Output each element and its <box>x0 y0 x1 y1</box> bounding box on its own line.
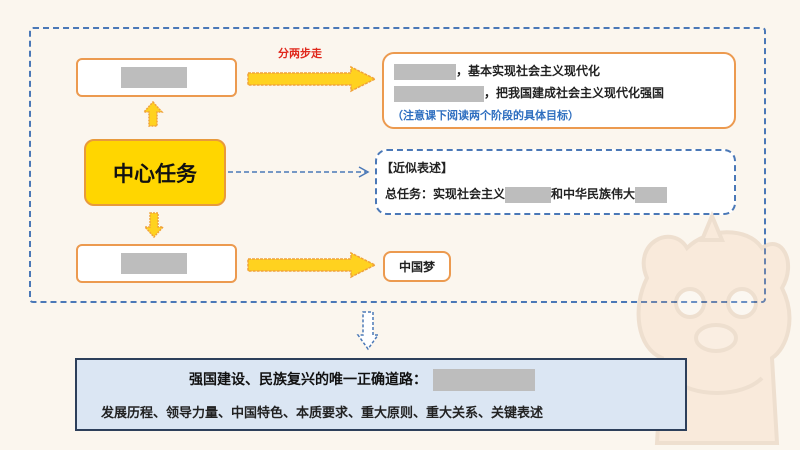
bottom-redacted-blank <box>433 369 535 391</box>
bottom-line-1-text: 强国建设、民族复兴的唯一正确道路： <box>189 372 427 388</box>
china-dream-label: 中国梦 <box>398 260 435 274</box>
goal-1-redacted-blank <box>394 63 456 80</box>
two-step-goals-box: ，基本实现社会主义现代化 ，把我国建成社会主义现代化强国 （注意课下阅读两个阶段… <box>382 52 736 129</box>
outer-dashed-frame <box>29 27 766 303</box>
bottom-left-redacted-blank <box>121 253 187 274</box>
goal-line-1: ，基本实现社会主义现代化 <box>394 62 600 80</box>
approx-statement-box: 【近似表述】 总任务：实现社会主义 和中华民族伟大 <box>375 149 736 215</box>
step-label: 分两步走 <box>278 47 322 60</box>
goal-2-redacted-blank <box>394 85 484 102</box>
approx-middle: 和中华民族伟大 <box>551 187 636 201</box>
bottom-line-1: 强国建设、民族复兴的唯一正确道路： <box>189 369 535 391</box>
right-arrow-top-icon <box>247 65 377 93</box>
bottom-line-2: 发展历程、领导力量、中国特色、本质要求、重大原则、重大关系、关键表述 <box>101 406 544 421</box>
approx-line: 总任务：实现社会主义 和中华民族伟大 <box>385 185 668 203</box>
right-arrow-bottom-icon <box>247 251 377 279</box>
goal-line-2: ，把我国建成社会主义现代化强国 <box>394 84 664 102</box>
top-left-box <box>76 58 237 97</box>
up-arrow-icon <box>142 100 164 127</box>
approx-redacted-blank-1 <box>505 186 552 203</box>
goal-note: （注意课下阅读两个阶段的具体目标） <box>392 109 579 122</box>
dashed-connector-arrow <box>228 166 370 178</box>
down-hollow-arrow-icon <box>356 311 380 351</box>
bottom-left-box <box>76 244 237 283</box>
china-dream-box: 中国梦 <box>383 251 451 282</box>
approx-redacted-blank-2 <box>635 186 668 203</box>
bottom-summary-box: 强国建设、民族复兴的唯一正确道路： 发展历程、领导力量、中国特色、本质要求、重大… <box>75 358 687 431</box>
approx-title: 【近似表述】 <box>381 161 454 175</box>
center-task-box: 中心任务 <box>84 139 226 206</box>
approx-prefix: 总任务：实现社会主义 <box>385 187 506 201</box>
goal-1-text: ，基本实现社会主义现代化 <box>456 64 601 78</box>
center-task-label: 中心任务 <box>113 161 197 186</box>
top-left-redacted-blank <box>121 67 187 88</box>
down-arrow-icon <box>143 212 165 239</box>
goal-2-text: ，把我国建成社会主义现代化强国 <box>484 86 665 100</box>
